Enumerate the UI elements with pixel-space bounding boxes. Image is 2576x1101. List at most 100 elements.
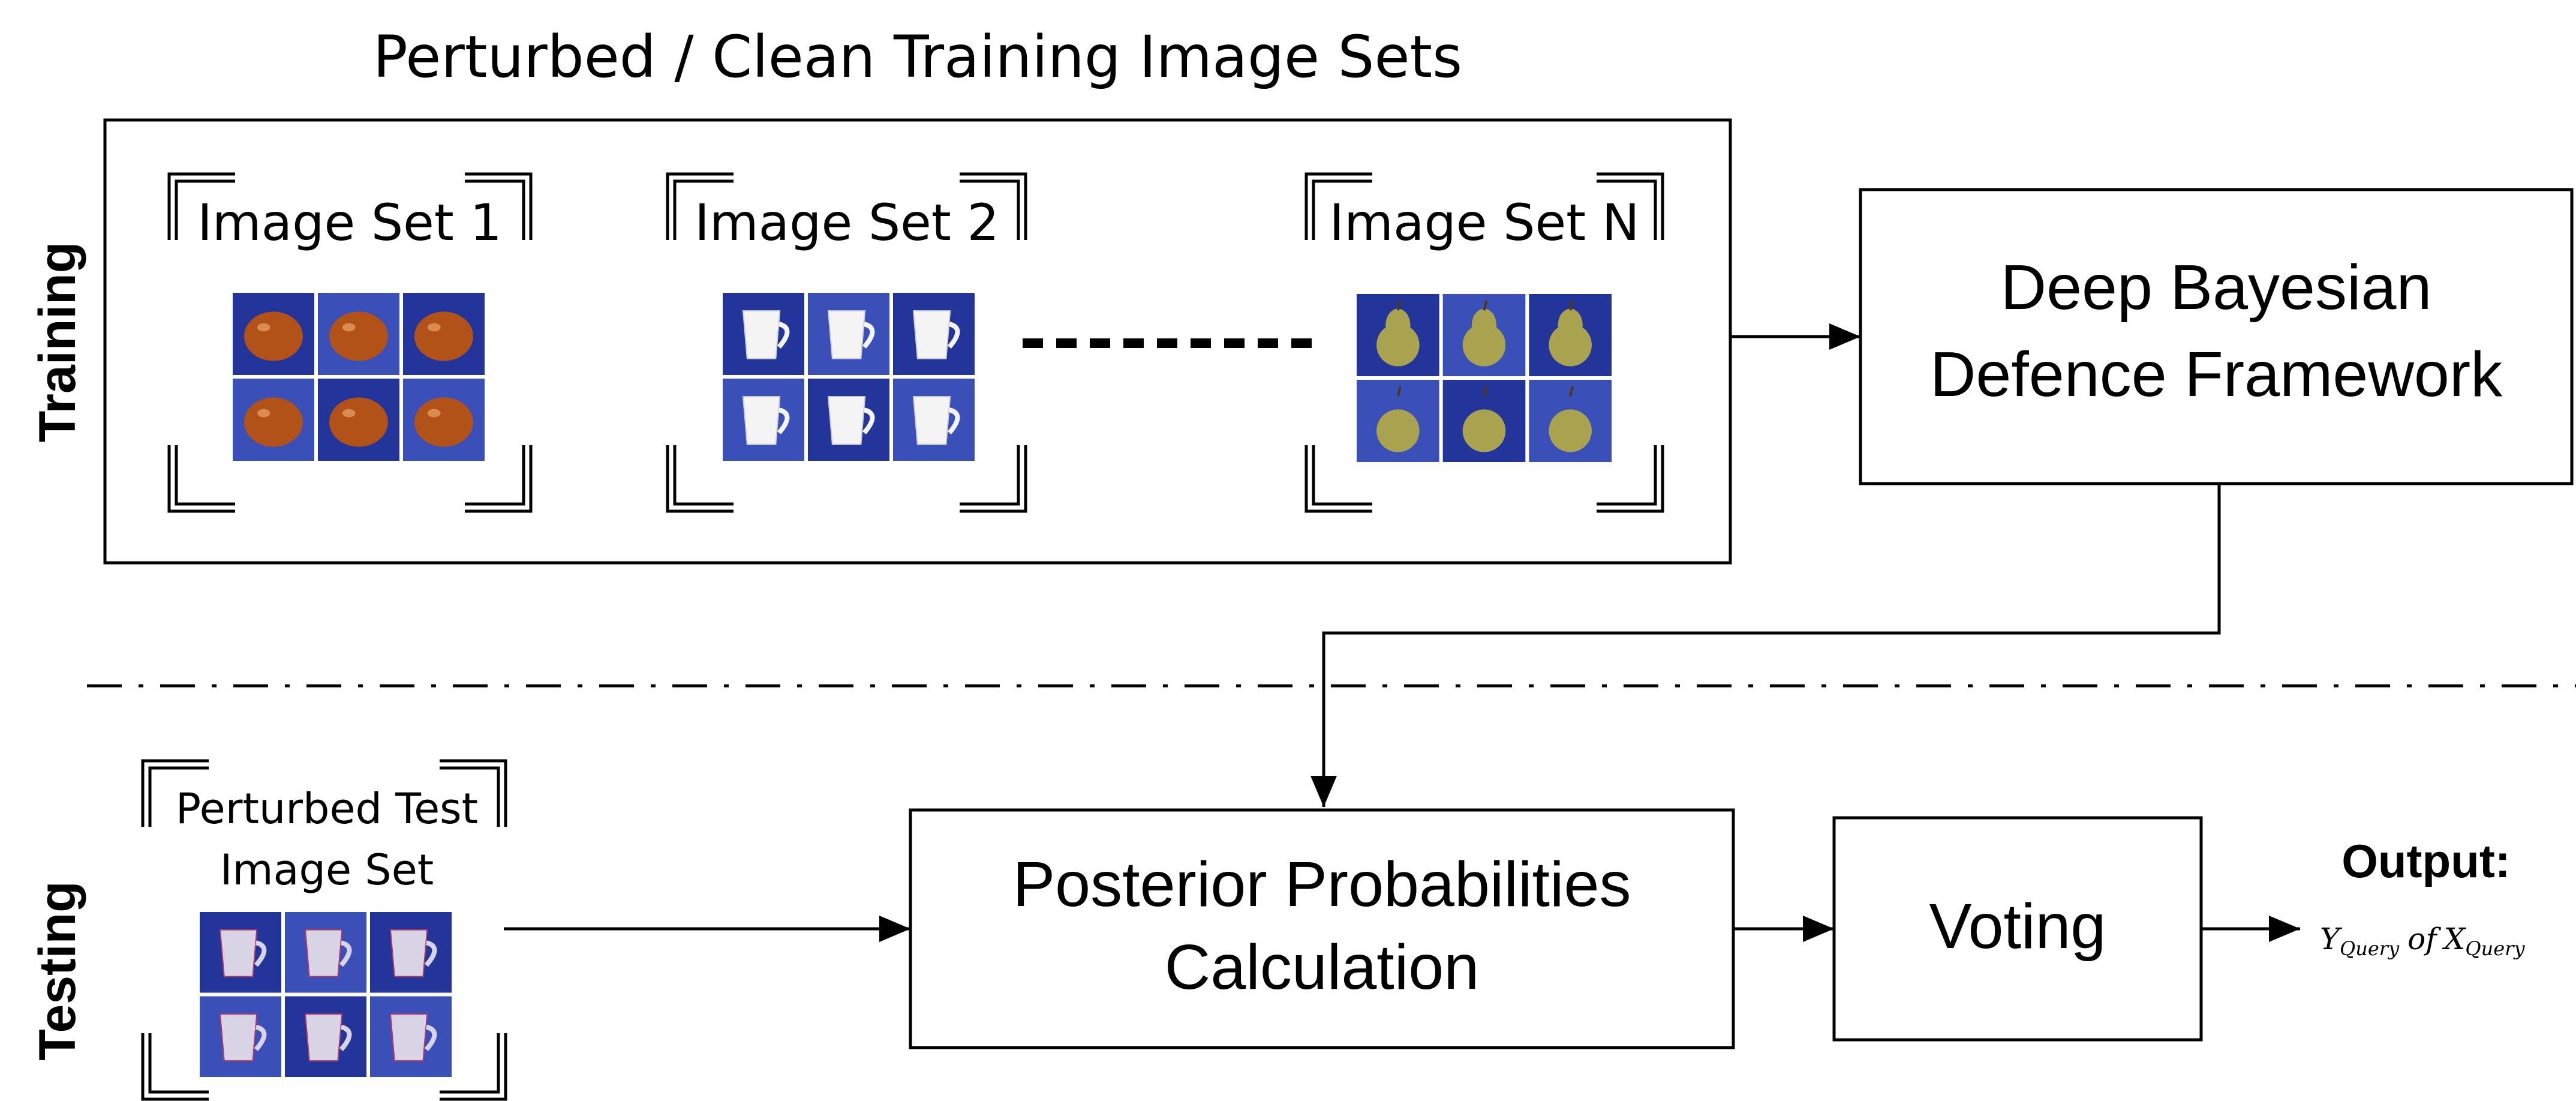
mug-handle [339,1024,352,1051]
image-thumbnail [285,912,366,993]
corner-bracket-bottom-left-outer [167,445,235,513]
output-x-subscript: Query [2465,937,2525,960]
posterior-label-line1: Posterior Probabilities [1012,849,1631,920]
image-thumbnail [1357,380,1439,462]
image-set-1-thumbnails [233,293,485,461]
test-set-label-line2: Image Set [220,845,434,895]
mug-icon [219,929,258,977]
image-thumbnail [370,912,452,993]
mug-icon [827,310,866,359]
image-set-2: Image Set 2 [666,172,1027,513]
pear-neck [1471,308,1497,342]
image-set-1: Image Set 1 [167,172,533,513]
mug-icon [827,396,866,445]
image-thumbnail [370,996,452,1077]
mug-handle [339,940,352,967]
mug-handle [424,940,437,967]
mug-handle [254,1024,267,1051]
mug-icon [304,929,343,977]
corner-bracket-bottom-right-inner [1597,445,1657,506]
corner-bracket-bottom-left-inner [673,445,734,506]
pear-stem [1483,386,1488,397]
mug-icon [742,310,781,359]
corner-bracket-bottom-right-outer [465,445,533,513]
corner-bracket-top-right-inner [440,766,500,827]
image-set-1-label: Image Set 1 [197,193,502,252]
mug-handle [947,407,960,435]
tomato-icon [244,311,303,361]
tomato-icon [244,397,303,447]
test-set-corner-brackets [141,759,507,1101]
image-set-2-thumbnails [723,293,975,461]
output-y-subscript: Query [2340,937,2400,960]
image-thumbnail [808,293,889,375]
image-thumbnail [285,996,366,1077]
mug-icon [742,396,781,445]
image-thumbnail [403,379,485,461]
corner-bracket-top-right-inner [960,179,1020,240]
posterior-box [909,808,1735,1049]
tomato-icon [414,311,473,361]
pear-stem [1569,386,1574,397]
image-thumbnail [723,293,804,375]
corner-bracket-top-left-inner [148,766,209,827]
image-thumbnail [893,379,975,461]
pear-icon [1376,323,1420,367]
corner-bracket-bottom-right-inner [960,445,1020,506]
mug-icon [219,1013,258,1062]
voting-label: Voting [1929,891,2106,962]
phase-label-training: Training [29,242,86,442]
corner-bracket-bottom-left-inner [148,1033,209,1094]
set-n-corner-brackets [1304,172,1664,513]
set-1-corner-brackets [167,172,533,513]
image-thumbnail [403,293,485,375]
mug-handle [254,940,267,967]
output-y: Y [2320,922,2342,956]
training-sets-box [103,118,1732,565]
mug-icon [912,310,951,359]
corner-bracket-bottom-left-inner [1312,445,1372,506]
image-thumbnail [808,379,889,461]
tomato-highlight [257,409,270,418]
output-x: X [2442,922,2467,956]
image-thumbnail [1357,294,1439,376]
image-thumbnail [318,293,399,375]
corner-bracket-top-right-inner [465,179,525,240]
test-set-label-line1: Perturbed Test [176,784,478,833]
image-thumbnail [200,912,281,993]
tomato-highlight [257,323,270,332]
corner-bracket-top-left-inner [673,179,734,240]
corner-bracket-bottom-left-inner [175,445,235,506]
tomato-highlight [427,323,441,332]
phase-label-testing: Testing [29,881,86,1060]
set-2-corner-brackets [666,172,1027,513]
image-thumbnail [200,996,281,1077]
output-heading: Output: [2341,835,2511,887]
pear-neck [1558,308,1583,342]
mug-handle [947,322,960,349]
image-set-n-thumbnails [1357,294,1612,462]
framework-label-line1: Deep Bayesian [2001,252,2432,323]
pear-icon [1462,323,1506,367]
corner-bracket-top-left-outer [666,172,734,240]
tomato-icon [414,397,473,447]
corner-bracket-bottom-left-outer [141,1033,209,1101]
tomato-icon [329,397,388,447]
corner-bracket-top-right-outer [960,172,1027,240]
corner-bracket-bottom-right-inner [440,1033,500,1094]
corner-bracket-top-left-outer [141,759,209,827]
corner-bracket-top-right-inner [1597,179,1657,240]
corner-bracket-top-left-inner [1312,179,1372,240]
corner-bracket-top-right-outer [440,759,507,827]
framework-box [1859,188,2574,485]
image-thumbnail [1442,294,1526,376]
corner-bracket-bottom-left-outer [666,445,734,513]
pear-stem [1569,300,1574,311]
tomato-highlight [342,323,356,332]
image-thumbnail [233,379,314,461]
arrow-framework-to-posterior [1310,484,2221,807]
pear-stem [1396,300,1402,311]
framework-label-line2: Defence Framework [1930,339,2503,410]
posterior-label-line2: Calculation [1165,932,1479,1003]
